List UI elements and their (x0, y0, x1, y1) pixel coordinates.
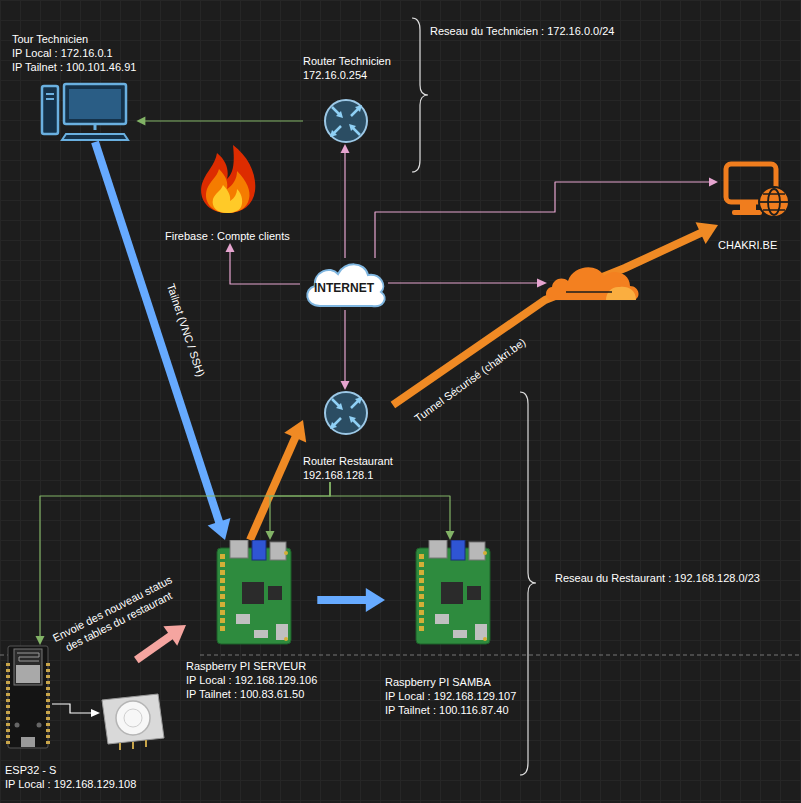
arrow-head (696, 222, 718, 244)
arrow-head (366, 588, 385, 612)
node-text: ESP32 - S (5, 763, 136, 777)
node-text: IP Tailnet : 100.116.87.40 (385, 703, 516, 717)
connector-line (317, 596, 367, 604)
label-text: Tunnel Sécurisé (chakri.be) (397, 324, 543, 435)
connector-line (270, 482, 330, 532)
sensor-wire (52, 704, 100, 717)
network-node: Raspberry PI SERVEURIP Local : 192.168.1… (186, 540, 317, 701)
internet-cloudflare-link (388, 279, 547, 288)
network-node: Tour TechnicienIP Local : 172.16.0.1IP T… (12, 32, 136, 142)
node-text: Tour Technicien (12, 32, 136, 46)
node-text: CHAKRI.BE (718, 238, 792, 252)
arrow-head (136, 117, 145, 126)
arrow-head (226, 243, 235, 252)
arrow-head (341, 381, 350, 390)
raspberry-pi-icon (415, 540, 491, 645)
arrow-head (284, 420, 306, 442)
node-text: IP Local : 192.168.129.107 (385, 689, 516, 703)
connector (266, 482, 331, 540)
arrow-head (709, 178, 718, 187)
arrow-head (208, 518, 231, 540)
connector (393, 222, 718, 405)
network-node: Router Technicien172.16.0.254 (303, 54, 391, 144)
node-text: IP Tailnet : 100.101.46.91 (12, 60, 136, 74)
website-icon (722, 160, 792, 220)
arrow-head (266, 531, 275, 540)
computer-icon (40, 80, 130, 142)
label-text: Reseau du Technicien : 172.16.0.0/24 (430, 24, 615, 38)
connector (136, 117, 303, 126)
label-text: Envoie des nouveau status des tables du … (44, 570, 186, 661)
raspberry-pi-icon (216, 540, 292, 645)
node-text: INTERNET (314, 273, 374, 295)
network-node: Raspberry PI SAMBAIP Local : 192.168.129… (385, 540, 516, 717)
label-text: Tailnet (VNC / SSH) (159, 266, 213, 394)
connector-line (344, 310, 345, 382)
router-icon (323, 390, 369, 436)
network-node: INTERNET (300, 258, 388, 310)
node-text: IP Local : 192.168.129.108 (5, 777, 136, 791)
cloudflare-icon (546, 267, 639, 300)
arrow-head (446, 531, 455, 540)
connector (136, 625, 186, 660)
arrow-head (36, 636, 45, 645)
connector (330, 482, 455, 540)
connector-line (144, 120, 303, 121)
node-text: 192.168.128.1 (303, 468, 393, 482)
connector (226, 243, 301, 284)
connector-line (95, 142, 219, 523)
network-node: ESP32 - SIP Local : 192.168.129.108 (5, 645, 136, 791)
node-text: Raspberry PI SAMBA (385, 675, 516, 689)
firebase-icon (197, 143, 257, 215)
connector (250, 420, 306, 540)
esp32-board-icon (5, 645, 51, 749)
connector-line (330, 482, 450, 532)
network-node: Firebase : Compte clients (165, 143, 290, 243)
connector-line (230, 251, 300, 284)
network-node: Router Restaurant192.168.128.1 (303, 390, 393, 482)
connector (317, 588, 385, 612)
connector-line (250, 437, 296, 540)
pir-sensor (102, 694, 164, 750)
network-node: CHAKRI.BE (718, 160, 792, 252)
node-text: IP Local : 172.16.0.1 (12, 46, 136, 60)
node-text: 172.16.0.254 (303, 68, 391, 82)
node-text: Router Restaurant (303, 454, 393, 468)
node-text: Raspberry PI SERVEUR (186, 659, 317, 673)
label-text: Reseau du Restaurant : 192.168.128.0/23 (555, 571, 760, 585)
separator-dashed (0, 655, 801, 656)
network-brace (412, 18, 536, 775)
router-icon (323, 98, 369, 144)
node-text: IP Tailnet : 100.83.61.50 (186, 687, 317, 701)
node-text: IP Local : 192.168.129.106 (186, 673, 317, 687)
node-text: Router Technicien (303, 54, 391, 68)
node-text: Firebase : Compte clients (165, 229, 290, 243)
connector-line (375, 182, 710, 258)
arrow-head (163, 625, 186, 646)
connector-line (136, 635, 171, 660)
connector (341, 310, 350, 390)
connector (341, 144, 350, 258)
connector-line (344, 152, 345, 258)
arrow-head (341, 144, 350, 153)
connector-line (393, 233, 702, 405)
